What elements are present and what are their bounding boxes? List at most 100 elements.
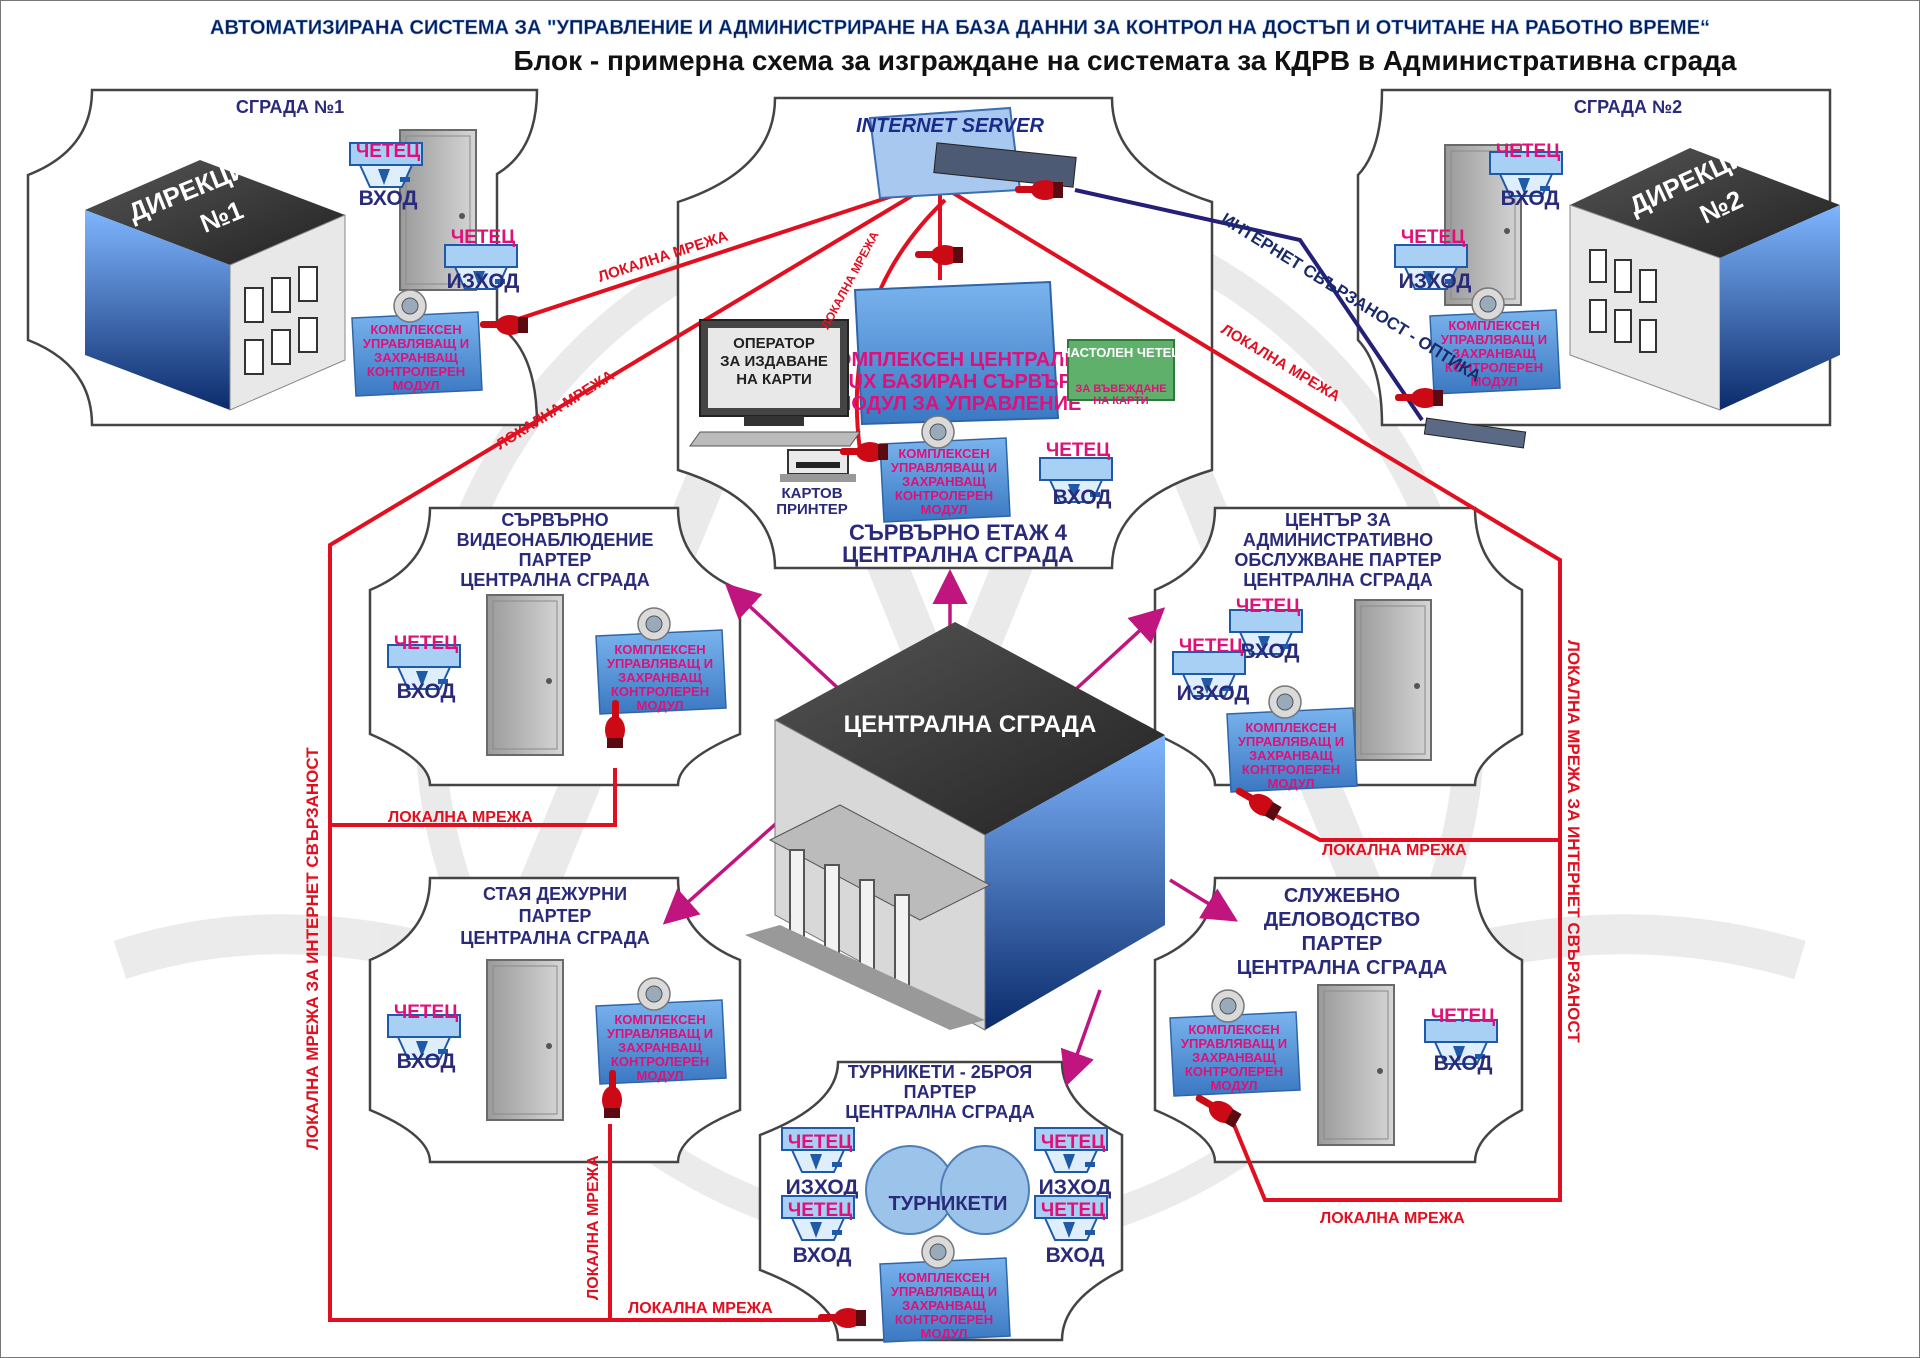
direction-2-building-icon <box>1569 148 1840 411</box>
operator-monitor-icon <box>689 319 861 447</box>
svg-text:LINUX БАЗИРАН СЪРВЪРЕН: LINUX БАЗИРАН СЪРВЪРЕН <box>816 371 1099 393</box>
local-network-label: ЛОКАЛНА МРЕЖА <box>585 1155 602 1300</box>
records-panel-title: СЛУЖЕБНО ДЕЛОВОДСТВО ПАРТЕР ЦЕНТРАЛНА СГ… <box>1237 885 1448 979</box>
reader-label: ЧЕТЕЦ <box>1431 1006 1495 1027</box>
entrance-label: ВХОД <box>359 187 418 210</box>
svg-text:КОНТРОЛЕРЕН: КОНТРОЛЕРЕН <box>611 684 709 699</box>
controller-module-label: КОМПЛЕКСЕН УПРАВЛЯВАЩ И ЗАХРАНВАЩ КОНТРО… <box>891 1270 997 1341</box>
svg-text:ДЕЛОВОДСТВО: ДЕЛОВОДСТВО <box>1264 909 1420 931</box>
card-printer-label: КАРТОВ <box>781 485 842 502</box>
controller-module-label: КОМПЛЕКСЕН УПРАВЛЯВАЩ И ЗАХРАНВАЩ КОНТРО… <box>607 642 713 713</box>
svg-text:ЗАХРАНВАЩ: ЗАХРАНВАЩ <box>902 474 987 489</box>
svg-text:МОДУЛ: МОДУЛ <box>1211 1078 1258 1093</box>
svg-text:КОМПЛЕКСЕН: КОМПЛЕКСЕН <box>614 642 705 657</box>
exit-label: ИЗХОД <box>1399 270 1472 293</box>
header-subtitle: Блок - примерна схема за изграждане на с… <box>513 45 1736 76</box>
svg-text:КОМПЛЕКСЕН: КОМПЛЕКСЕН <box>614 1012 705 1027</box>
exit-label: ИЗХОД <box>1177 682 1250 705</box>
svg-text:УПРАВЛЯВАЩ И: УПРАВЛЯВАЩ И <box>607 656 713 671</box>
svg-text:УПРАВЛЯВАЩ И: УПРАВЛЯВАЩ И <box>891 460 997 475</box>
svg-text:УПРАВЛЯВАЩ И: УПРАВЛЯВАЩ И <box>1181 1036 1287 1051</box>
reader-label: ЧЕТЕЦ <box>1179 636 1243 657</box>
reader-label: ЧЕТЕЦ <box>1236 596 1300 617</box>
svg-text:ЗАХРАНВАЩ: ЗАХРАНВАЩ <box>1249 748 1334 763</box>
turnstiles-label: ТУРНИКЕТИ <box>889 1193 1008 1215</box>
internet-server-icon <box>868 106 1077 200</box>
reader-label: ЧЕТЕЦ <box>1046 440 1110 461</box>
building-1-label: СГРАДА №1 <box>236 97 344 117</box>
central-arrows <box>662 569 1238 1087</box>
svg-text:КОНТРОЛЕРЕН: КОНТРОЛЕРЕН <box>1242 762 1340 777</box>
svg-text:КОМПЛЕКСЕН: КОМПЛЕКСЕН <box>370 322 461 337</box>
reader-label: ЧЕТЕЦ <box>451 227 515 248</box>
local-network-label: ЛОКАЛНА МРЕЖА <box>1322 842 1467 859</box>
reader-label: ЧЕТЕЦ <box>1496 141 1560 162</box>
svg-text:МОДУЛ: МОДУЛ <box>1268 776 1315 791</box>
lan-internet-label-right: ЛОКАЛНА МРЕЖА ЗА ИНТЕРНЕТ СВЪРЗАНОСТ <box>1564 640 1583 1043</box>
svg-text:ЗАХРАНВАЩ: ЗАХРАНВАЩ <box>618 1040 703 1055</box>
svg-text:ЗАХРАНВАЩ: ЗАХРАНВАЩ <box>374 350 459 365</box>
entrance-label: ВХОД <box>397 1050 456 1073</box>
direction-1-building-icon <box>85 160 346 411</box>
svg-text:ЦЕНТЪР ЗА: ЦЕНТЪР ЗА <box>1285 510 1391 530</box>
door-icon <box>486 959 564 1121</box>
svg-text:ВИДЕОНАБЛЮДЕНИЕ: ВИДЕОНАБЛЮДЕНИЕ <box>457 530 654 550</box>
fiber-line <box>1074 188 1424 422</box>
svg-text:ПАРТЕР: ПАРТЕР <box>519 550 592 570</box>
svg-text:УПРАВЛЯВАЩ И: УПРАВЛЯВАЩ И <box>607 1026 713 1041</box>
controller-module-label: КОМПЛЕКСЕН УПРАВЛЯВАЩ И ЗАХРАНВАЩ КОНТРО… <box>1238 720 1344 791</box>
svg-text:КОНТРОЛЕРЕН: КОНТРОЛЕРЕН <box>895 1312 993 1327</box>
svg-text:ПАРТЕР: ПАРТЕР <box>1302 933 1383 955</box>
reader-label: ЧЕТЕЦ <box>1041 1200 1105 1221</box>
svg-text:СЛУЖЕБНО: СЛУЖЕБНО <box>1284 885 1400 907</box>
svg-text:УПРАВЛЯВАЩ И: УПРАВЛЯВАЩ И <box>1238 734 1344 749</box>
svg-text:СЪРВЪРНО: СЪРВЪРНО <box>501 510 608 530</box>
entrance-label: ВХОД <box>1053 486 1112 509</box>
reader-label: ЧЕТЕЦ <box>1401 227 1465 248</box>
desktop-reader-sub: ЗА ВЪВЕЖДАНЕ <box>1075 383 1166 395</box>
svg-text:КОНТРОЛЕРЕН: КОНТРОЛЕРЕН <box>895 488 993 503</box>
central-building-label: ЦЕНТРАЛНА СГРАДА <box>844 711 1097 738</box>
entrance-label: ВХОД <box>1501 187 1560 210</box>
svg-text:ОБСЛУЖВАНЕ ПАРТЕР: ОБСЛУЖВАНЕ ПАРТЕР <box>1234 550 1441 570</box>
local-network-label: ЛОКАЛНА МРЕЖА <box>1320 1210 1465 1227</box>
admin-panel-title: ЦЕНТЪР ЗА АДМИНИСТРАТИВНО ОБСЛУЖВАНЕ ПАР… <box>1234 510 1441 590</box>
svg-text:КОМПЛЕКСЕН: КОМПЛЕКСЕН <box>1188 1022 1279 1037</box>
svg-text:ЗА ИЗДАВАНЕ: ЗА ИЗДАВАНЕ <box>720 353 828 370</box>
reader-label: ЧЕТЕЦ <box>1041 1132 1105 1153</box>
svg-text:ЗАХРАНВАЩ: ЗАХРАНВАЩ <box>618 670 703 685</box>
svg-text:МОДУЛ: МОДУЛ <box>393 378 440 393</box>
internet-server-label: INTERNET SERVER <box>856 115 1044 137</box>
server-floor-title: СЪРВЪРНО ЕТАЖ 4 <box>849 520 1068 545</box>
svg-text:ТУРНИКЕТИ - 2БРОЯ: ТУРНИКЕТИ - 2БРОЯ <box>848 1062 1032 1082</box>
svg-text:ЦЕНТРАЛНА СГРАДА: ЦЕНТРАЛНА СГРАДА <box>460 928 650 948</box>
reader-label: ЧЕТЕЦ <box>356 141 420 162</box>
reader-label: ЧЕТЕЦ <box>394 1002 458 1023</box>
svg-text:ЦЕНТРАЛНА СГРАДА: ЦЕНТРАЛНА СГРАДА <box>845 1102 1035 1122</box>
controller-module-label: КОМПЛЕКСЕН УПРАВЛЯВАЩ И ЗАХРАНВАЩ КОНТРО… <box>891 446 997 517</box>
card-printer-icon <box>780 449 856 482</box>
svg-text:КОМПЛЕКСЕН: КОМПЛЕКСЕН <box>898 446 989 461</box>
entrance-label: ВХОД <box>1046 1244 1105 1267</box>
central-server-module-icon <box>853 280 1060 426</box>
svg-text:КОНТРОЛЕРЕН: КОНТРОЛЕРЕН <box>1445 360 1543 375</box>
svg-text:МОДУЛ: МОДУЛ <box>921 1326 968 1341</box>
lan-internet-label-left: ЛОКАЛНА МРЕЖА ЗА ИНТЕРНЕТ СВЪРЗАНОСТ <box>303 747 322 1150</box>
server-floor-subtitle: ЦЕНТРАЛНА СГРАДА <box>842 542 1074 567</box>
header-title: АВТОМАТИЗИРАНА СИСТЕМА ЗА "УПРАВЛЕНИЕ И … <box>210 17 1710 39</box>
duty-panel-title: СТАЯ ДЕЖУРНИ ПАРТЕР ЦЕНТРАЛНА СГРАДА <box>460 884 650 948</box>
svg-text:МОДУЛ: МОДУЛ <box>637 698 684 713</box>
controller-module-label: КОМПЛЕКСЕН УПРАВЛЯВАЩ И ЗАХРАНВАЩ КОНТРО… <box>1181 1022 1287 1093</box>
svg-text:ЗАХРАНВАЩ: ЗАХРАНВАЩ <box>902 1298 987 1313</box>
network-switch-icon <box>1423 417 1527 449</box>
card-printer-label: ПРИНТЕР <box>776 501 848 518</box>
svg-text:УПРАВЛЯВАЩ И: УПРАВЛЯВАЩ И <box>891 1284 997 1299</box>
operator-label: ОПЕРАТОР ЗА ИЗДАВАНЕ НА КАРТИ <box>720 335 828 388</box>
svg-text:КОМПЛЕКСЕН: КОМПЛЕКСЕН <box>898 1270 989 1285</box>
svg-text:ПАРТЕР: ПАРТЕР <box>519 906 592 926</box>
svg-text:МОДУЛ: МОДУЛ <box>921 502 968 517</box>
svg-text:АДМИНИСТРАТИВНО: АДМИНИСТРАТИВНО <box>1243 530 1433 550</box>
entrance-label: ВХОД <box>397 680 456 703</box>
desktop-reader-icon <box>1067 339 1175 401</box>
